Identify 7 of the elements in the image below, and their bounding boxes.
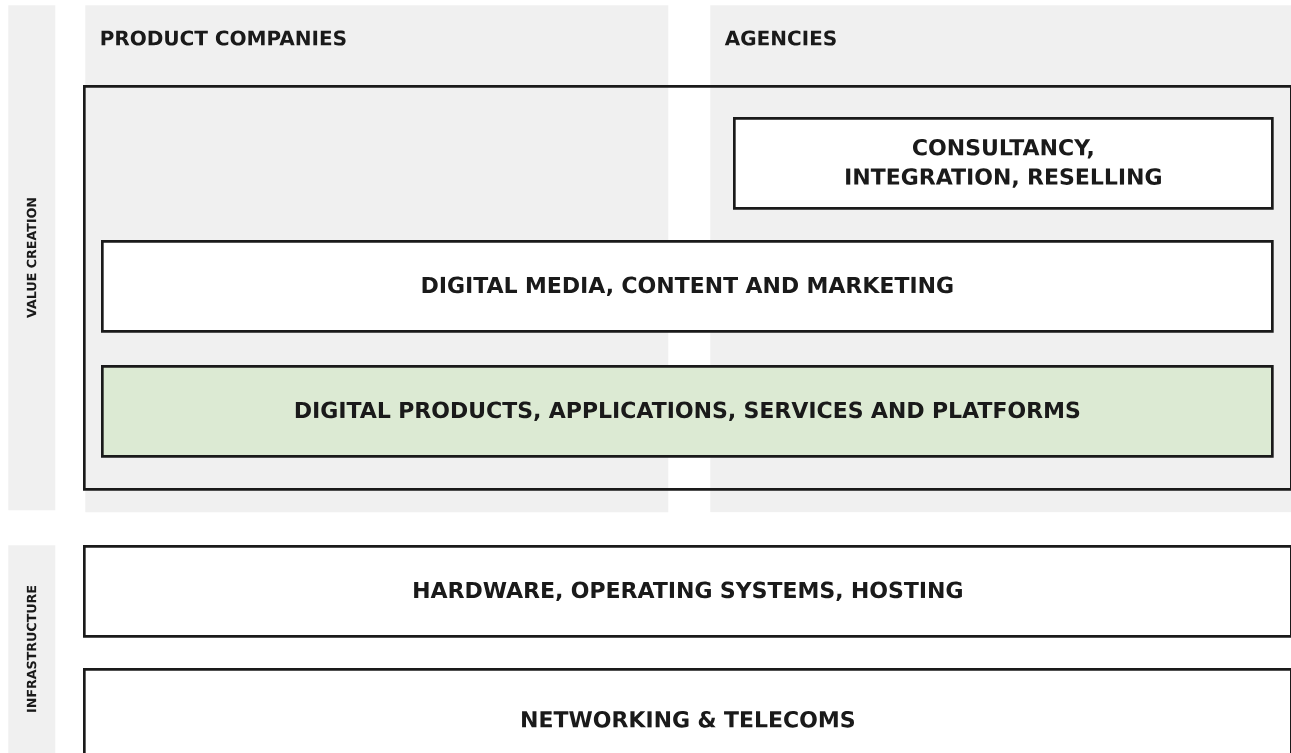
layer-box: CONSULTANCY, INTEGRATION, RESELLING bbox=[733, 117, 1274, 210]
layer-box: DIGITAL PRODUCTS, APPLICATIONS, SERVICES AND PLATFORMS bbox=[101, 365, 1274, 458]
side-band: VALUE CREATION bbox=[8, 5, 56, 511]
layer-box: HARDWARE, OPERATING SYSTEMS, HOSTING bbox=[83, 545, 1291, 638]
layer-box: DIGITAL MEDIA, CONTENT AND MARKETING bbox=[101, 240, 1274, 333]
layer-box: NETWORKING & TELECOMS bbox=[83, 668, 1291, 753]
side-band: INFRASTRUCTURE bbox=[8, 545, 56, 753]
